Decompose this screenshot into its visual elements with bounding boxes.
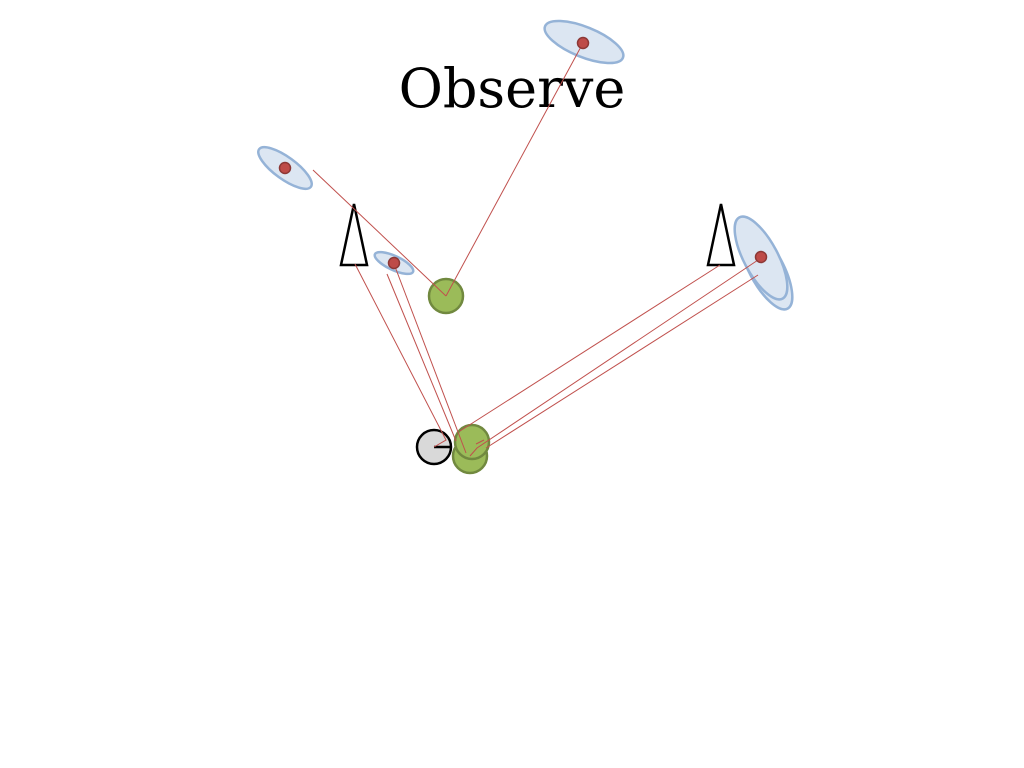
observation-ray [469, 257, 762, 457]
uncertainty-ellipses [257, 19, 794, 311]
observation-ray [393, 263, 467, 454]
observation-rays [312, 42, 762, 457]
landmark-point [754, 250, 768, 264]
observation-ray [445, 42, 584, 297]
observation-ray [354, 263, 447, 448]
triangle-sensor-icon [339, 203, 369, 267]
landmark-point [278, 161, 292, 175]
observation-ray [475, 439, 485, 445]
landmarks [278, 36, 768, 270]
slide-title: Observe [398, 57, 626, 120]
landmark-point [387, 256, 401, 270]
pose-estimate-lower-front [453, 423, 491, 461]
triangle-sensor-icon [706, 203, 736, 267]
sensors [339, 203, 736, 267]
landmark-point [576, 36, 590, 50]
observation-ray [485, 274, 759, 449]
observation-ray [459, 264, 721, 432]
observation-ray [312, 169, 447, 297]
observation-ray [386, 273, 457, 442]
